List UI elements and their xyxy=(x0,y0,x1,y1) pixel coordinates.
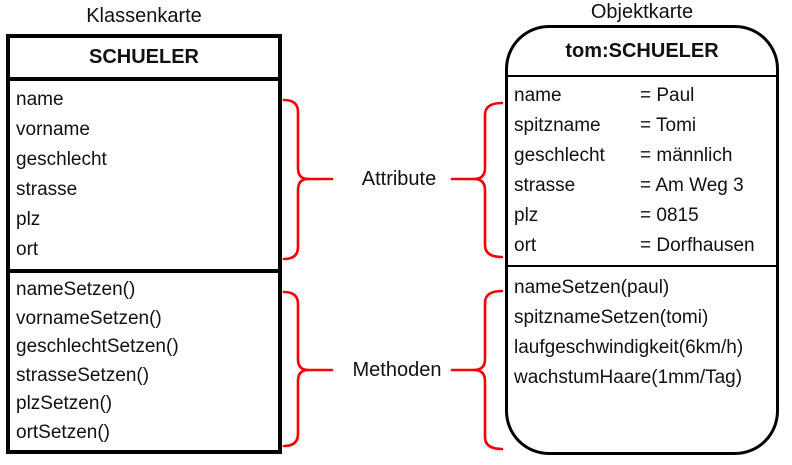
class-card-attributes-section: name vorname geschlecht strasse plz ort xyxy=(10,81,278,273)
attribute-name: ort xyxy=(514,235,537,256)
method-row: ortSetzen() xyxy=(16,421,110,443)
method-row: nameSetzen() xyxy=(16,279,136,301)
attribute-name: plz xyxy=(514,205,539,226)
object-card: tom:SCHUELER name = Paul spitzname = Tom… xyxy=(505,25,779,455)
attributes-brace-right xyxy=(472,101,504,259)
attribute-row: ort xyxy=(16,239,39,260)
attribute-row: ort = Dorfhausen xyxy=(514,235,776,257)
attribute-name: strasse xyxy=(514,175,576,196)
class-card-title: Klassenkarte xyxy=(86,5,202,27)
method-row: vornameSetzen() xyxy=(16,307,162,329)
attribute-value: = Am Weg 3 xyxy=(640,175,744,196)
attributes-label: Attribute xyxy=(361,168,437,190)
method-row: geschlechtSetzen() xyxy=(16,336,179,358)
attribute-value: = Dorfhausen xyxy=(640,235,755,256)
method-row: plzSetzen() xyxy=(16,393,113,415)
object-card-attributes-section: name = Paul spitzname = Tomi geschlecht … xyxy=(508,77,776,267)
attribute-row: spitzname = Tomi xyxy=(514,115,776,137)
method-row: spitznameSetzen(tomi) xyxy=(514,307,709,328)
attribute-value: = Tomi xyxy=(640,115,697,136)
methods-brace-left xyxy=(282,290,310,448)
class-card: SCHUELER name vorname geschlecht strasse… xyxy=(6,34,282,454)
method-row: laufgeschwindigkeit(6km/h) xyxy=(514,337,744,358)
attribute-row: geschlecht xyxy=(16,149,107,170)
methods-label: Methoden xyxy=(352,359,442,381)
attribute-name: spitzname xyxy=(514,115,601,136)
attribute-row: geschlecht = männlich xyxy=(514,145,776,167)
attribute-row: name = Paul xyxy=(514,85,776,107)
object-card-title: Objektkarte xyxy=(590,1,694,23)
method-row: strasseSetzen() xyxy=(16,364,150,386)
attribute-value: = männlich xyxy=(640,145,733,166)
class-card-methods-section: nameSetzen() vornameSetzen() geschlechtS… xyxy=(10,273,278,450)
method-row: wachstumHaare(1mm/Tag) xyxy=(514,367,743,388)
attribute-row: strasse = Am Weg 3 xyxy=(514,175,776,197)
attribute-row: plz = 0815 xyxy=(514,205,776,227)
attribute-name: geschlecht xyxy=(514,145,605,166)
attributes-brace-left xyxy=(282,98,310,261)
attribute-value: = Paul xyxy=(640,85,695,106)
attribute-row: strasse xyxy=(16,179,78,200)
attribute-name: name xyxy=(514,85,562,106)
method-row: nameSetzen(paul) xyxy=(514,277,670,298)
attribute-row: name xyxy=(16,89,64,110)
attribute-row: vorname xyxy=(16,119,90,140)
attribute-row: plz xyxy=(16,209,41,230)
attribute-value: = 0815 xyxy=(640,205,699,226)
object-card-methods-section: nameSetzen(paul) spitznameSetzen(tomi) l… xyxy=(508,267,776,452)
methods-brace-right xyxy=(472,289,504,451)
object-card-header: tom:SCHUELER xyxy=(508,28,776,77)
class-card-header: SCHUELER xyxy=(10,38,278,81)
